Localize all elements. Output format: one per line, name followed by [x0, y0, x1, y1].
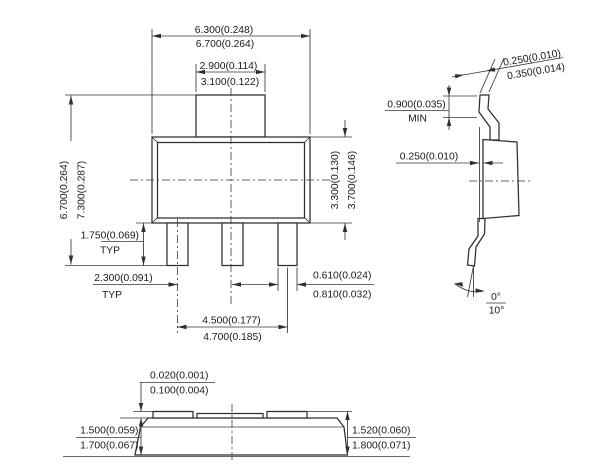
dim-lead-straight-value: 0.900(0.035)	[387, 100, 445, 111]
bottom-view: 0.020(0.001) 0.100(0.004) 1.500(0.059) 1…	[63, 371, 416, 463]
dim-body-height-lower: 3.700(0.146)	[347, 151, 358, 209]
lead-3-edge	[266, 410, 308, 419]
dim-pin-length-typ: TYP	[100, 246, 120, 257]
side-dimension-lines	[385, 57, 564, 304]
body-seated-profile	[134, 417, 349, 456]
dim-pin-span-lower: 4.700(0.185)	[203, 332, 261, 343]
bottom-dimension-lines	[76, 382, 416, 455]
pin-3	[277, 222, 298, 267]
dim-body-height-upper: 3.300(0.130)	[330, 151, 341, 209]
top-lead-profile	[478, 94, 500, 141]
dim-standoff-lower: 0.100(0.004)	[150, 386, 208, 397]
dim-lead-angle-upper: 0°	[491, 292, 501, 303]
dim-body-width-upper: 6.300(0.248)	[195, 25, 253, 36]
dim-body-thickness-lower: 1.700(0.067)	[80, 441, 138, 452]
front-view: 6.300(0.248) 6.700(0.264) 2.900(0.114) 3…	[59, 25, 374, 343]
dim-tab-width-upper: 2.900(0.114)	[200, 61, 258, 72]
dim-pin-width-lower: 0.810(0.032)	[313, 290, 371, 301]
dim-pin-width-upper: 0.610(0.024)	[313, 271, 371, 282]
pin-1	[166, 222, 189, 267]
dim-pin-pitch-value: 2.300(0.091)	[94, 273, 152, 284]
dim-standoff-upper: 0.020(0.001)	[150, 371, 208, 382]
dim-overall-thickness-upper: 1.520(0.060)	[352, 426, 410, 437]
centerlines	[130, 88, 333, 333]
dim-body-width-lower: 6.700(0.264)	[196, 39, 254, 50]
tab-outline	[195, 94, 266, 138]
body-corner-bevels	[151, 136, 311, 224]
dim-overall-height-lower: 7.300(0.287)	[77, 161, 88, 219]
dim-pin-pitch-typ: TYP	[102, 290, 122, 301]
dim-tab-width-lower: 3.100(0.122)	[201, 77, 259, 88]
dim-overall-height-upper: 6.700(0.264)	[59, 161, 70, 219]
lead-1-edge	[152, 410, 194, 419]
dim-body-thickness-upper: 1.500(0.059)	[80, 426, 138, 437]
dim-pin-length-value: 1.750(0.069)	[81, 231, 139, 242]
dim-lead-angle-lower: 10°	[489, 306, 505, 317]
side-view: 0.250(0.010) 0.350(0.014) 0.900(0.035) M…	[385, 48, 566, 317]
pin-2	[221, 222, 244, 267]
bottom-lead-profile	[466, 217, 486, 267]
body-profile	[482, 138, 520, 220]
dim-pin-span-upper: 4.500(0.177)	[202, 316, 260, 327]
dim-lead-thickness-value: 0.250(0.010)	[400, 152, 458, 163]
dim-overall-thickness-lower: 1.800(0.071)	[352, 441, 410, 452]
tab-lead-edge	[196, 412, 264, 419]
dim-lead-straight-min: MIN	[408, 114, 427, 125]
